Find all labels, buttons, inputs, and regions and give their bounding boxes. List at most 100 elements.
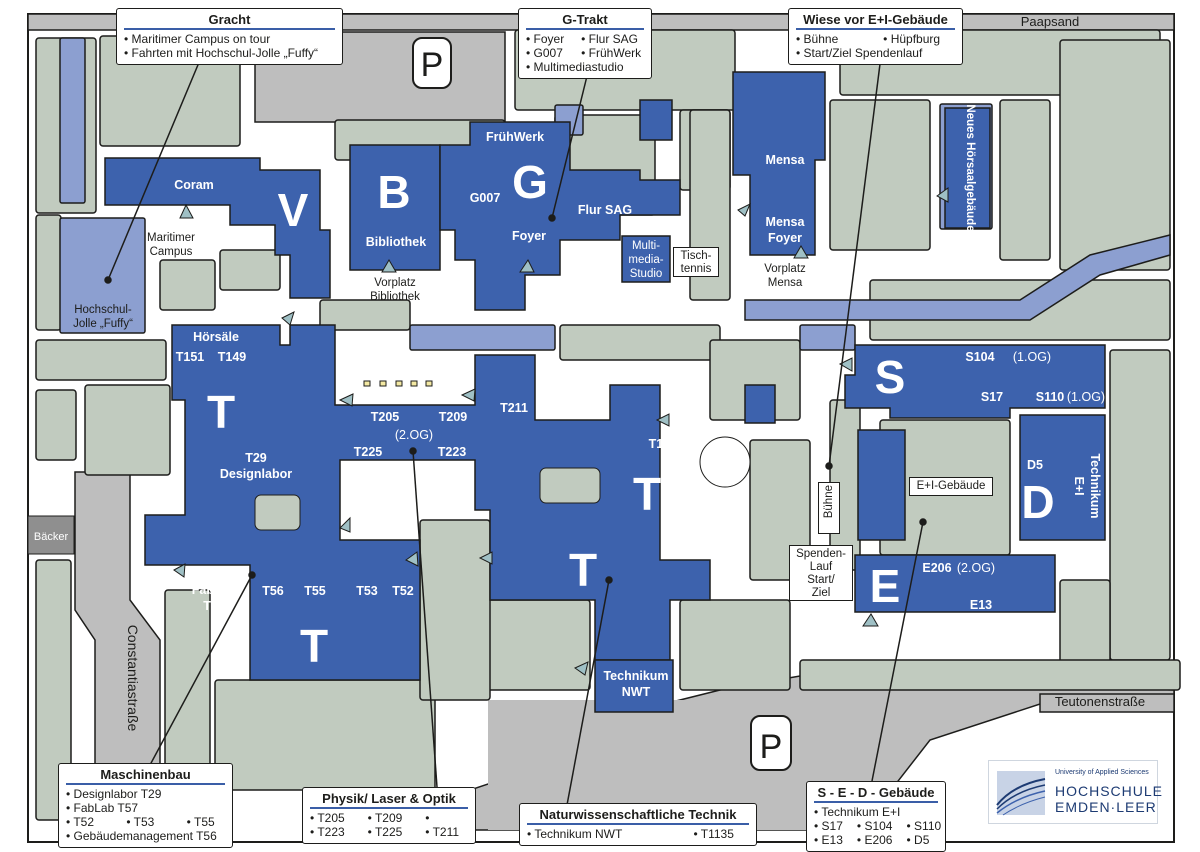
- label-e206-og: (2.OG): [957, 561, 995, 575]
- callout-sed: S - E - D - Gebäude Technikum E+I S17 S1…: [806, 781, 946, 852]
- callout-gtrakt-item: G007: [526, 46, 567, 60]
- callout-maschinenbau-item: T53: [126, 815, 164, 829]
- label-technikum-ei-2: E+I: [1072, 476, 1086, 495]
- callout-sed-item: E206: [857, 833, 892, 847]
- callout-gtrakt-item: Foyer: [526, 32, 567, 46]
- hochschule-logo: University of Applied Sciences HOCHSCHUL…: [988, 760, 1162, 824]
- label-designlabor: Designlabor: [220, 467, 292, 481]
- label-t57: T57: [203, 599, 225, 613]
- label-vorplatz-bib-1: Vorplatz: [374, 277, 416, 289]
- label-t225: T225: [354, 445, 383, 459]
- box-tischtennis-line-1: Tisch-: [680, 250, 712, 262]
- markers: [363, 380, 433, 387]
- building-letter-e: E: [870, 560, 901, 612]
- label-vorplatz-mensa-2: Mensa: [768, 277, 803, 289]
- label-hochschul-1: Hochschul-: [74, 304, 132, 316]
- label-t29: T29: [245, 451, 267, 465]
- callout-wiese-item: Start/Ziel Spendenlauf: [796, 46, 955, 60]
- callout-sed-item: Technikum E+I: [814, 805, 941, 819]
- box-ei-gebaeude: E+I-Gebäude: [909, 477, 993, 496]
- callout-physik-item: T209: [368, 811, 412, 825]
- label-multimedia-2: media-: [628, 254, 663, 266]
- building-letter-b: B: [377, 166, 410, 218]
- callout-sed-item: E13: [814, 833, 843, 847]
- callout-physik-item: T211: [425, 825, 468, 839]
- label-neues-hoersaal: Neues Hörsaalgebäude: [964, 104, 976, 231]
- callout-gtrakt-item: Multimediastudio: [526, 60, 644, 74]
- label-s110: S110: [1036, 390, 1065, 404]
- callout-gtrakt-title: G-Trakt: [526, 12, 644, 30]
- box-buehne: Bühne: [818, 482, 840, 534]
- callout-maschinenbau-item: T55: [187, 815, 225, 829]
- building-letter-t-4: T: [300, 620, 328, 672]
- parking-south-letter: P: [760, 728, 783, 766]
- label-coram: Coram: [174, 178, 214, 192]
- label-flur-sag: Flur SAG: [578, 203, 632, 217]
- label-technikum-ei-1: Technikum: [1088, 453, 1102, 518]
- label-baecker: Bäcker: [34, 531, 69, 543]
- building-letter-v: V: [278, 184, 309, 236]
- callout-maschinenbau: Maschinenbau Designlabor T29 FabLab T57 …: [58, 763, 233, 848]
- callout-nwt-title: Naturwissenschaftliche Technik: [527, 807, 749, 825]
- label-t52: T52: [392, 584, 414, 598]
- callout-nwt-item: T1135: [693, 827, 749, 841]
- box-spendenlauf-line-4: Ziel: [811, 587, 831, 599]
- label-mensa: Mensa: [766, 153, 806, 167]
- callout-maschinenbau-item: FabLab T57: [66, 801, 225, 815]
- label-d5: D5: [1027, 458, 1043, 472]
- label-t205: T205: [371, 410, 400, 424]
- road-teutonen-east: [1039, 693, 1175, 713]
- buildings: [104, 71, 1106, 713]
- callout-wiese: Wiese vor E+I-Gebäude Bühne Hüpfburg Sta…: [788, 8, 963, 65]
- parking-sign-south: P: [750, 715, 792, 771]
- callout-wiese-item: Hüpfburg: [883, 32, 955, 46]
- callout-maschinenbau-item: T52: [66, 815, 104, 829]
- area-labels: Maritimer Campus Hochschul- Jolle „Fuffy…: [73, 232, 806, 330]
- logo-tagline: University of Applied Sciences: [1055, 769, 1149, 776]
- label-e206: E206: [922, 561, 951, 575]
- callout-gracht-item: Fahrten mit Hochschul-Jolle „Fuffy“: [124, 46, 335, 60]
- baecker-area: [27, 515, 75, 555]
- label-mensa-foyer-2: Foyer: [768, 231, 802, 245]
- callout-sed-item: S17: [814, 819, 843, 833]
- callout-gracht-title: Gracht: [124, 12, 335, 30]
- label-t149: T149: [218, 350, 247, 364]
- callout-nwt: Naturwissenschaftliche Technik Technikum…: [519, 803, 757, 846]
- callout-physik: Physik/ Laser & Optik T205 T209 T223 T22…: [302, 787, 476, 844]
- label-mensa-foyer-1: Mensa: [766, 215, 806, 229]
- label-s110-og: (1.OG): [1067, 390, 1105, 404]
- label-maritimer-1: Maritimer: [147, 232, 195, 244]
- label-s17: S17: [981, 390, 1003, 404]
- street-constantia: Constantiastraße: [125, 625, 141, 732]
- callout-gtrakt-item: Flur SAG: [581, 32, 644, 46]
- label-t1135: T1135: [649, 437, 684, 451]
- label-bibliothek: Bibliothek: [366, 235, 426, 249]
- label-t56: T56: [262, 584, 284, 598]
- callout-sed-item: S110: [906, 819, 941, 833]
- label-technikum-nwt-2: NWT: [622, 685, 651, 699]
- callout-physik-item: T205: [310, 811, 354, 825]
- callout-sed-item: D5: [906, 833, 941, 847]
- callout-gracht-item: Maritimer Campus on tour: [124, 32, 335, 46]
- callout-sed-item: S104: [857, 819, 892, 833]
- label-og2-t: (2.OG): [395, 428, 433, 442]
- building-letter-t-2: T: [633, 468, 661, 520]
- label-vorplatz-mensa-1: Vorplatz: [764, 263, 806, 275]
- building-letter-t-3: T: [569, 544, 597, 596]
- label-multimedia-3: Studio: [630, 268, 663, 280]
- label-s104-og: (1.OG): [1013, 350, 1051, 364]
- callout-wiese-title: Wiese vor E+I-Gebäude: [796, 12, 955, 30]
- parking-north-letter: P: [421, 46, 444, 84]
- callout-maschinenbau-item: Designlabor T29: [66, 787, 225, 801]
- courtyards: [254, 436, 751, 531]
- label-t55: T55: [304, 584, 326, 598]
- building-letter-t-1: T: [207, 386, 235, 438]
- entrance-arrows: [173, 187, 949, 676]
- box-spendenlauf: Spenden- Lauf Start/ Ziel: [789, 545, 853, 601]
- label-s104: S104: [965, 350, 994, 364]
- box-spendenlauf-line-2: Lauf: [809, 561, 833, 573]
- label-t53: T53: [356, 584, 378, 598]
- callout-maschinenbau-item: Gebäudemanagement T56: [66, 829, 225, 843]
- label-t211: T211: [500, 401, 528, 415]
